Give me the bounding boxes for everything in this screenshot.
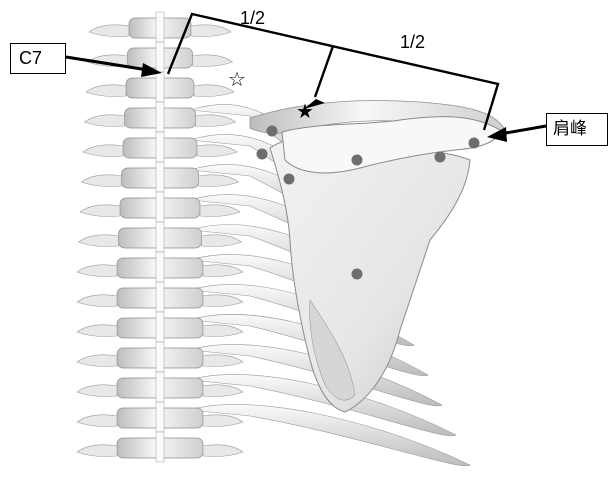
- transverse-process-right: [203, 355, 243, 367]
- transverse-process-left: [85, 115, 125, 127]
- half-label-left: 1/2: [240, 8, 265, 28]
- landmark-dot: [257, 149, 268, 160]
- spinous-process: [156, 372, 164, 402]
- transverse-process-right: [191, 25, 231, 37]
- spinous-process: [156, 312, 164, 342]
- transverse-process-left: [77, 385, 117, 397]
- landmark-dot: [469, 138, 480, 149]
- landmark-dot: [352, 155, 363, 166]
- half-label-right: 1/2: [400, 32, 425, 52]
- transverse-process-right: [203, 325, 243, 337]
- vertebral-column: [77, 12, 243, 462]
- transverse-process-right: [203, 415, 243, 427]
- transverse-process-right: [203, 385, 243, 397]
- transverse-process-left: [82, 175, 122, 187]
- landmark-dot: [267, 126, 278, 137]
- transverse-process-right: [202, 235, 242, 247]
- transverse-process-left: [83, 145, 123, 157]
- transverse-process-right: [200, 205, 240, 217]
- reference-star-icon: ☆: [228, 67, 246, 91]
- transverse-process-right: [193, 55, 233, 67]
- transverse-process-left: [77, 325, 117, 337]
- transverse-process-right: [196, 115, 236, 127]
- spinous-process: [156, 192, 164, 222]
- spinous-process: [156, 222, 164, 252]
- landmark-dot: [435, 152, 446, 163]
- transverse-process-right: [203, 445, 243, 457]
- transverse-process-left: [77, 265, 117, 277]
- transverse-process-left: [86, 85, 126, 97]
- spinous-process: [156, 432, 164, 462]
- transverse-process-left: [79, 235, 119, 247]
- spinous-process: [156, 42, 164, 72]
- spinous-process: [156, 282, 164, 312]
- c7-label: C7: [10, 43, 66, 74]
- landmark-dot: [284, 174, 295, 185]
- spinous-process: [156, 102, 164, 132]
- transverse-process-left: [89, 25, 129, 37]
- rib: [190, 404, 470, 465]
- spinous-process: [156, 162, 164, 192]
- spinous-process: [156, 402, 164, 432]
- spinous-process: [156, 252, 164, 282]
- midpoint-star-icon: ★: [296, 99, 314, 123]
- transverse-process-left: [77, 295, 117, 307]
- transverse-process-right: [203, 295, 243, 307]
- spinous-process: [156, 12, 164, 42]
- acromion-label: 肩峰: [546, 113, 608, 146]
- transverse-process-left: [77, 415, 117, 427]
- spinous-process: [156, 132, 164, 162]
- transverse-process-left: [80, 205, 120, 217]
- transverse-process-right: [197, 145, 237, 157]
- transverse-process-left: [77, 355, 117, 367]
- scapula: [270, 137, 470, 412]
- landmark-dot: [352, 269, 363, 280]
- transverse-process-right: [199, 175, 239, 187]
- transverse-process-left: [77, 445, 117, 457]
- spinous-process: [156, 72, 164, 102]
- transverse-process-right: [203, 265, 243, 277]
- spinous-process: [156, 342, 164, 372]
